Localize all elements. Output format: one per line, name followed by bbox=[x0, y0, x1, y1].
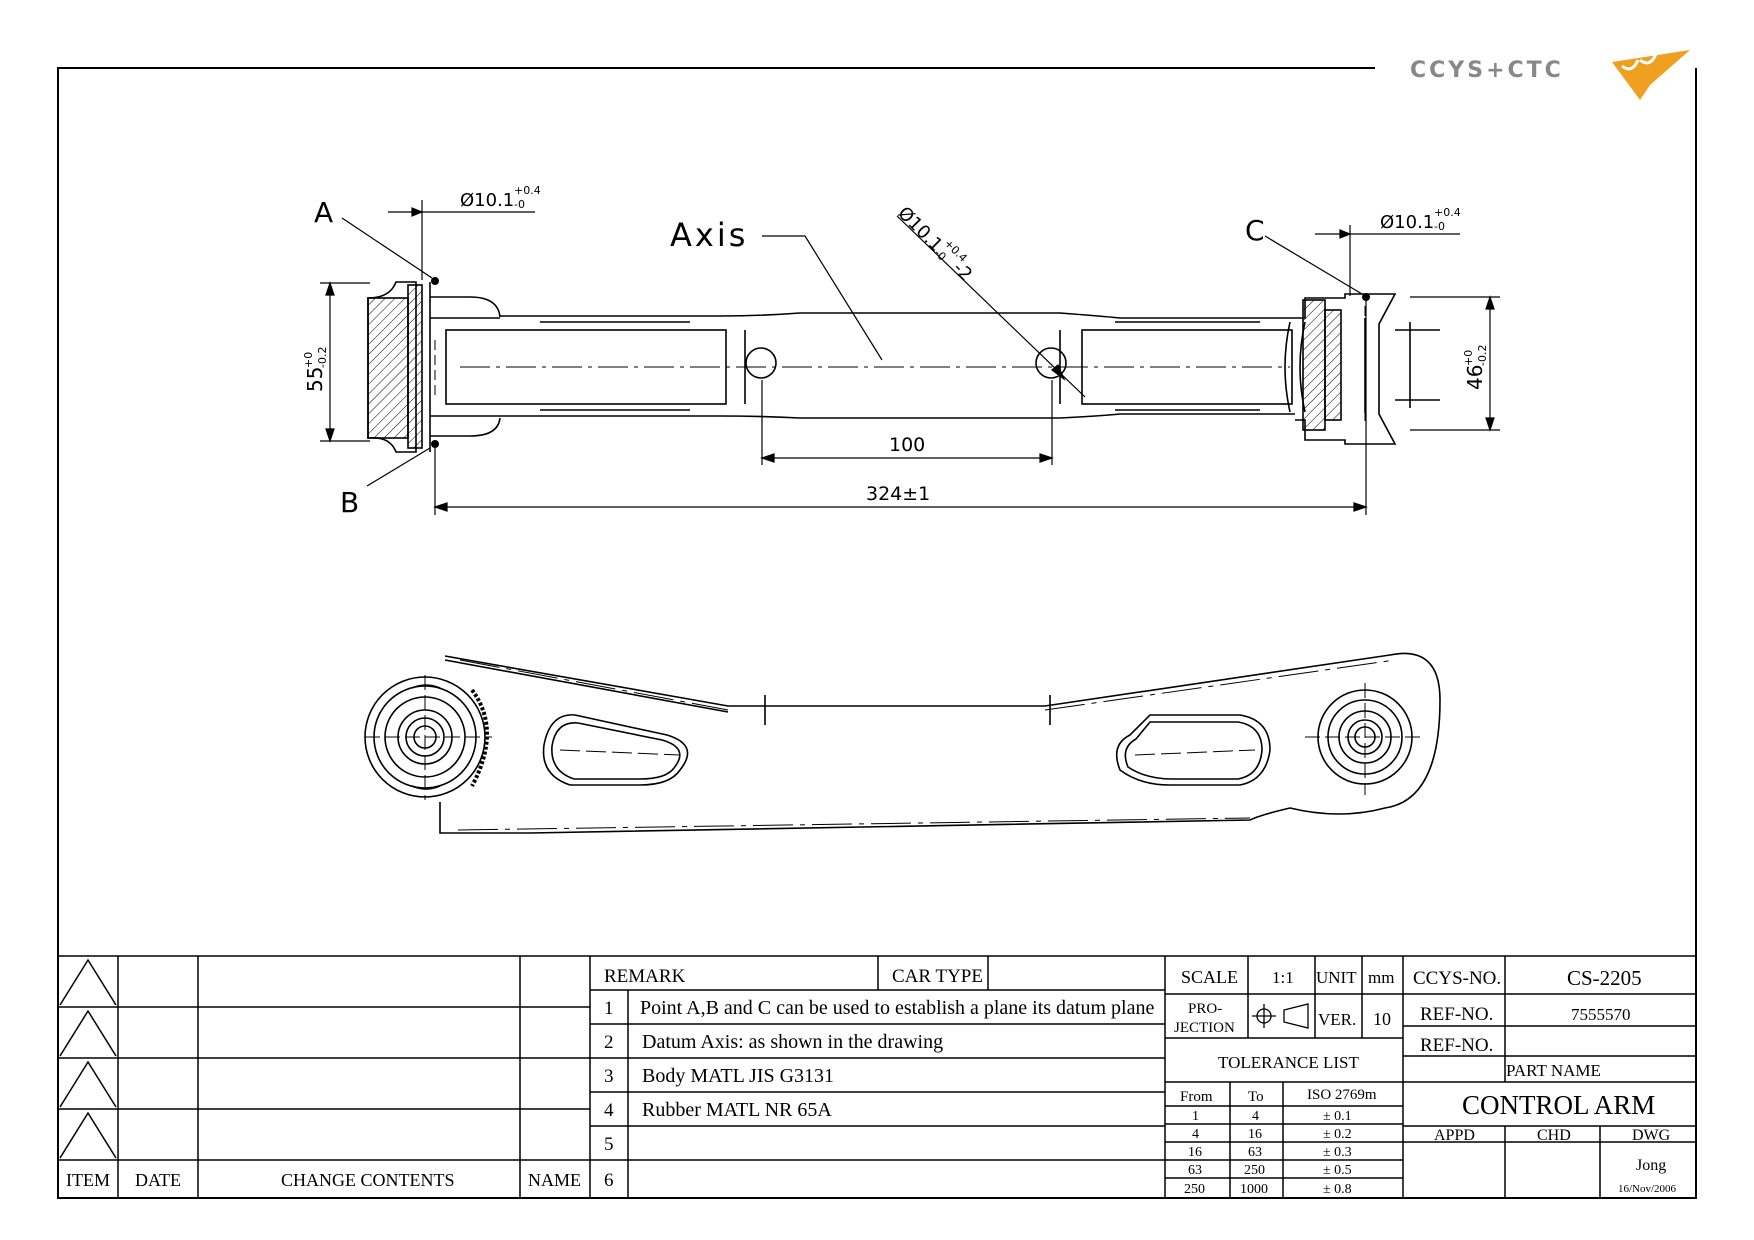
rev-change-header: CHANGE CONTENTS bbox=[281, 1170, 455, 1190]
tol-row-4-tol: ± 0.5 bbox=[1323, 1163, 1352, 1178]
part-name-label: PART NAME bbox=[1506, 1061, 1601, 1080]
drawing-date: 16/Nov/2006 bbox=[1618, 1183, 1677, 1195]
info-block: SCALE 1:1 UNIT mm PRO- JECTION VER. 10 T… bbox=[1174, 967, 1394, 1197]
unit-label: UNIT bbox=[1316, 968, 1357, 987]
tol-row-3-tol: ± 0.3 bbox=[1323, 1145, 1352, 1160]
chd-label: CHD bbox=[1537, 1127, 1571, 1144]
datum-points bbox=[431, 277, 1370, 448]
height-right: 46 bbox=[1463, 365, 1487, 390]
tol-row-2-from: 4 bbox=[1192, 1127, 1199, 1142]
tol-row-5-tol: ± 0.8 bbox=[1323, 1182, 1352, 1197]
projection-symbol-icon bbox=[1252, 1003, 1309, 1029]
dim-spacing: 100 bbox=[889, 434, 925, 456]
hole-c-tol-upper: +0.4 bbox=[1434, 206, 1461, 219]
tol-row-2-to: 16 bbox=[1248, 1127, 1262, 1142]
height-right-tol-lower: -0.2 bbox=[1476, 345, 1489, 366]
dim-length: 324±1 bbox=[866, 483, 930, 505]
logo-text: CCYS+CTC bbox=[1410, 58, 1564, 83]
scale-label: SCALE bbox=[1181, 967, 1238, 987]
right-eye bbox=[1305, 683, 1425, 795]
car-type-label: CAR TYPE bbox=[892, 966, 983, 987]
tol-row-3-to: 63 bbox=[1248, 1145, 1262, 1160]
tol-row-5-from: 250 bbox=[1184, 1182, 1205, 1197]
remark-text-3: Body MATL JIS G3131 bbox=[642, 1065, 834, 1087]
remark-no-1: 1 bbox=[604, 998, 614, 1019]
remark-no-4: 4 bbox=[604, 1100, 614, 1121]
tol-row-1-tol: ± 0.1 bbox=[1323, 1109, 1352, 1124]
dwg-label: DWG bbox=[1632, 1127, 1671, 1144]
drawn-by: Jong bbox=[1636, 1157, 1666, 1174]
ref-no-value: 7555570 bbox=[1571, 1005, 1631, 1024]
datum-c-label: C bbox=[1245, 214, 1265, 247]
lightening-slot-left bbox=[542, 714, 689, 786]
tol-row-5-to: 1000 bbox=[1240, 1182, 1268, 1197]
remark-label: REMARK bbox=[604, 966, 686, 987]
remark-no-6: 6 bbox=[604, 1170, 614, 1191]
unit-value: mm bbox=[1368, 968, 1394, 987]
sheet-border bbox=[57, 67, 1697, 1199]
tol-to-header: To bbox=[1248, 1089, 1264, 1105]
tol-row-2-tol: ± 0.2 bbox=[1323, 1127, 1352, 1142]
tol-row-1-from: 1 bbox=[1192, 1109, 1199, 1124]
hole-c-tol-lower: -0 bbox=[1434, 220, 1445, 233]
ref-no-label-2: REF-NO. bbox=[1420, 1035, 1493, 1056]
datum-hole-left bbox=[745, 347, 777, 379]
remark-no-3: 3 bbox=[604, 1066, 614, 1087]
height-left-tol-upper: +0 bbox=[302, 352, 315, 368]
axis-label: Axis bbox=[670, 216, 748, 254]
ccys-no-value: CS-2205 bbox=[1567, 966, 1642, 990]
remark-text-1: Point A,B and C can be used to establish… bbox=[640, 997, 1154, 1019]
tol-row-4-from: 63 bbox=[1188, 1163, 1202, 1178]
projection-label-1: PRO- bbox=[1188, 1001, 1222, 1017]
rev-date-header: DATE bbox=[135, 1170, 181, 1190]
tolerance-title: TOLERANCE LIST bbox=[1218, 1053, 1359, 1072]
hole-a-dia: Ø10.1 bbox=[460, 190, 514, 211]
ref-no-label: REF-NO. bbox=[1420, 1004, 1493, 1025]
datum-a-label: A bbox=[314, 196, 333, 229]
remark-text-2: Datum Axis: as shown in the drawing bbox=[642, 1031, 943, 1053]
remarks-block: REMARK CAR TYPE 1 Point A,B and C can be… bbox=[604, 966, 1154, 1191]
remark-no-5: 5 bbox=[604, 1134, 614, 1155]
left-eye bbox=[364, 675, 492, 800]
appd-label: APPD bbox=[1434, 1127, 1475, 1144]
rev-item-header: ITEM bbox=[66, 1170, 110, 1190]
hole-c-dia: Ø10.1 bbox=[1380, 212, 1434, 233]
revision-headers: ITEM DATE CHANGE CONTENTS NAME bbox=[66, 1170, 581, 1190]
remark-no-2: 2 bbox=[604, 1032, 614, 1053]
datum-hole-right bbox=[1035, 347, 1067, 379]
top-view-dimensions bbox=[320, 200, 1500, 515]
tol-row-3-from: 16 bbox=[1188, 1145, 1202, 1160]
height-left: 55 bbox=[303, 367, 327, 392]
title-block-grid bbox=[58, 955, 1696, 1198]
hole-a-tol-lower: -0 bbox=[514, 198, 525, 211]
ver-value: 10 bbox=[1373, 1009, 1391, 1029]
part-info-block: CCYS-NO. CS-2205 REF-NO. 7555570 REF-NO.… bbox=[1413, 966, 1677, 1195]
company-logo: CCYS+CTC bbox=[1410, 50, 1690, 100]
part-name-value: CONTROL ARM bbox=[1462, 1090, 1655, 1120]
datum-b-label: B bbox=[340, 486, 359, 519]
left-bushing bbox=[367, 281, 501, 453]
arm-body bbox=[445, 312, 1295, 419]
remark-text-4: Rubber MATL NR 65A bbox=[642, 1099, 832, 1121]
hole-a-tol-upper: +0.4 bbox=[514, 184, 541, 197]
tol-row-1-to: 4 bbox=[1252, 1109, 1259, 1124]
projection-label-2: JECTION bbox=[1174, 1020, 1235, 1036]
tol-iso-header: ISO 2769m bbox=[1307, 1087, 1377, 1103]
top-view bbox=[367, 281, 1440, 453]
hole-mid-qty: -2 bbox=[949, 258, 977, 286]
ccys-no-label: CCYS-NO. bbox=[1413, 968, 1501, 989]
right-bushing bbox=[1284, 293, 1440, 445]
tol-from-header: From bbox=[1180, 1089, 1213, 1105]
tol-row-4-to: 250 bbox=[1244, 1163, 1265, 1178]
logo-mark-icon bbox=[1612, 50, 1690, 100]
rev-name-header: NAME bbox=[528, 1170, 581, 1190]
height-left-tol-lower: -0.2 bbox=[316, 347, 329, 368]
scale-value: 1:1 bbox=[1272, 968, 1294, 987]
height-right-tol-upper: +0 bbox=[1462, 350, 1475, 366]
side-view bbox=[364, 652, 1441, 834]
lightening-slot-right bbox=[1115, 714, 1271, 786]
ver-label: VER. bbox=[1318, 1010, 1356, 1029]
